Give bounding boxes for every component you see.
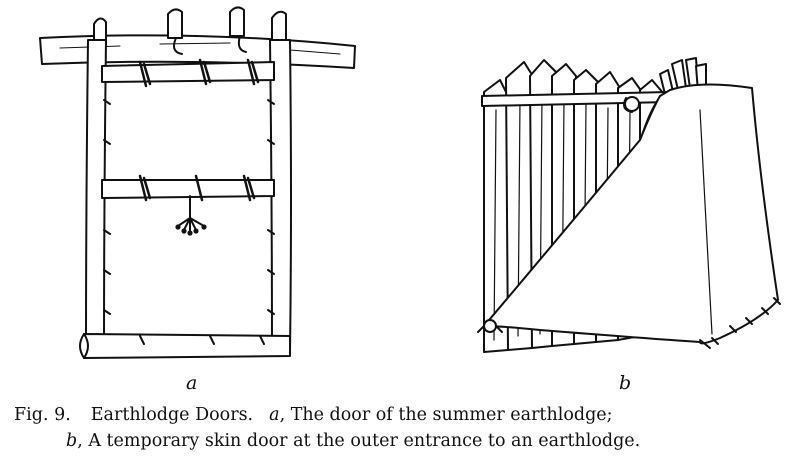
caption-part-b-letter: b	[66, 431, 78, 451]
temporary-skin-door-drawing	[477, 57, 781, 353]
caption-part-a-letter: a	[269, 405, 280, 425]
figure-title: Earthlodge Doors.	[90, 405, 254, 425]
panel-label-b: b	[619, 372, 632, 394]
summer-earthlodge-door-drawing	[39, 6, 356, 359]
figure-caption: Fig. 9. Earthlodge Doors. a, The door of t…	[14, 402, 794, 454]
caption-part-a-text: , The door of the summer earthlodge;	[279, 405, 613, 425]
caption-line-1: Fig. 9. Earthlodge Doors. a, The door of t…	[14, 402, 794, 428]
figure: a b	[39, 6, 781, 394]
figure-number: Fig. 9.	[14, 405, 71, 425]
panel-label-a: a	[186, 372, 198, 394]
caption-part-b-text: , A temporary skin door at the outer ent…	[77, 431, 641, 451]
caption-line-2: b, A temporary skin door at the outer en…	[14, 428, 794, 454]
